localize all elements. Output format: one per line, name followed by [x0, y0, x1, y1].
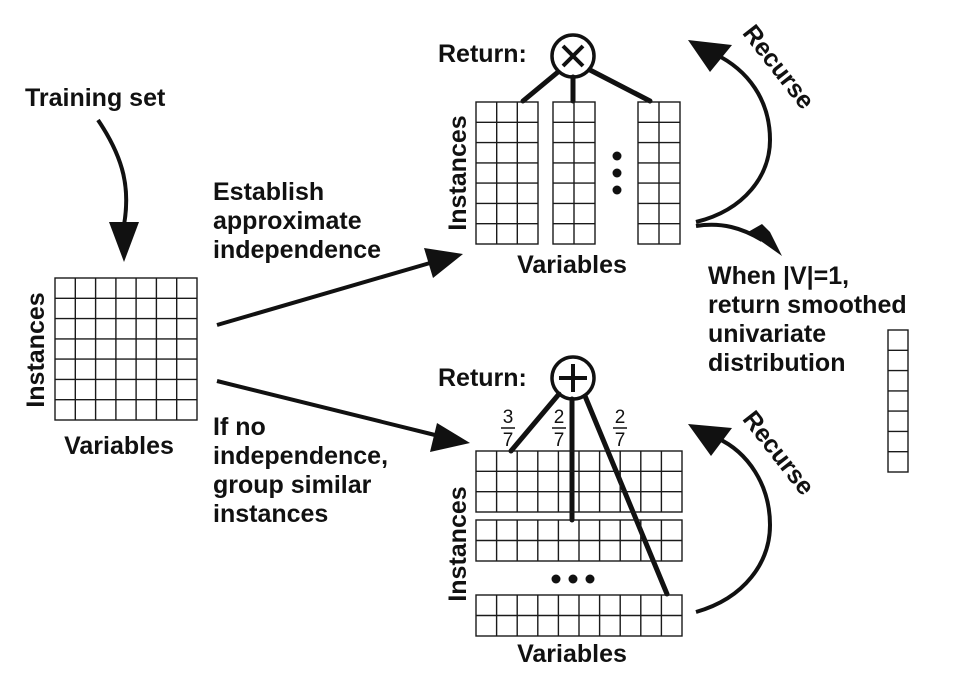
cluster-label-line3: group similar — [213, 471, 372, 499]
weight-1-numerator: 3 — [503, 407, 514, 428]
instance-cluster-3 — [475, 594, 683, 637]
establish-label-line3: independence — [213, 236, 381, 264]
instances-axis-label-top: Instances — [444, 115, 472, 230]
product-node — [550, 33, 596, 79]
vertical-ellipsis — [612, 151, 622, 195]
sum-edge-3 — [582, 393, 670, 597]
variable-block-1 — [475, 101, 539, 245]
horizontal-ellipsis — [551, 574, 595, 584]
recurse-label-top: Recurse — [737, 20, 820, 115]
cluster-label-line2: independence, — [213, 442, 388, 470]
training-set-label: Training set — [25, 84, 166, 112]
product-edge-3 — [587, 67, 653, 104]
instances-axis-label: Instances — [22, 292, 50, 407]
cluster-arrowhead — [430, 423, 470, 452]
univariate-column — [887, 329, 909, 473]
weight-1: 3 7 — [501, 407, 515, 451]
cluster-label-line4: instances — [213, 500, 328, 528]
variables-axis-label: Variables — [64, 432, 174, 460]
base-case-arrowhead — [748, 224, 782, 256]
variables-axis-label-bottom: Variables — [517, 640, 627, 668]
recurse-arrow-top — [695, 52, 773, 224]
return-label-sum: Return: — [438, 364, 527, 392]
recurse-arrow-bottom — [695, 436, 773, 614]
variable-block-3 — [637, 101, 681, 245]
weight-2-denominator: 7 — [554, 430, 565, 451]
base-case-line1: When |V|=1, — [708, 262, 849, 290]
cluster-arrow — [216, 379, 436, 437]
independence-arrowhead — [424, 248, 463, 278]
product-edge-1 — [520, 69, 561, 104]
variable-block-2 — [552, 101, 596, 245]
training-set-arrow — [96, 118, 129, 226]
cluster-label-line1: If no — [213, 413, 266, 441]
establish-label-line1: Establish — [213, 178, 324, 206]
weight-2-numerator: 2 — [554, 407, 565, 428]
instances-axis-label-bottom: Instances — [444, 486, 472, 601]
recurse-arrowhead-top — [688, 40, 732, 72]
instance-cluster-1 — [475, 450, 683, 513]
training-set-arrowhead — [109, 222, 139, 262]
return-label-product: Return: — [438, 40, 527, 68]
weight-3-numerator: 2 — [615, 407, 626, 428]
weight-1-denominator: 7 — [503, 430, 514, 451]
weight-2: 2 7 — [552, 407, 566, 451]
independence-arrow — [216, 261, 431, 327]
recurse-label-bottom: Recurse — [737, 406, 820, 501]
training-matrix — [54, 277, 198, 421]
instance-cluster-2 — [475, 519, 683, 562]
recurse-arrowhead-bottom — [688, 424, 732, 456]
variables-axis-label-top: Variables — [517, 251, 627, 279]
base-case-line3: univariate — [708, 320, 826, 348]
base-case-line2: return smoothed — [708, 291, 907, 319]
weight-3-denominator: 7 — [615, 430, 626, 451]
base-case-line4: distribution — [708, 349, 845, 377]
weight-3: 2 7 — [613, 407, 627, 451]
establish-label-line2: approximate — [213, 207, 362, 235]
sum-edge-1 — [508, 391, 562, 454]
